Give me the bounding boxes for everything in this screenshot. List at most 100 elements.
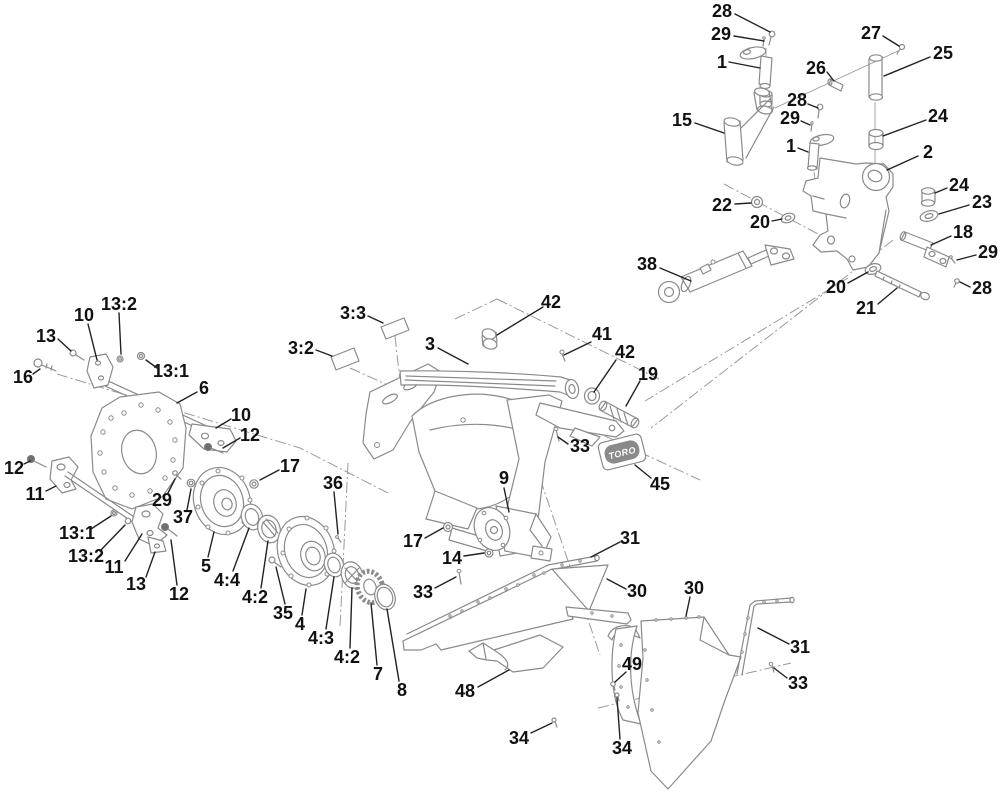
- callout-label: 14: [442, 548, 462, 568]
- callout-label: 12: [169, 584, 189, 604]
- leader-line: [773, 667, 788, 679]
- part-screw-12a: [204, 443, 224, 454]
- leader-line: [694, 122, 725, 134]
- leader-line: [176, 391, 198, 404]
- part-disc-5: [192, 466, 253, 536]
- leader-line: [232, 527, 250, 572]
- leader-line: [614, 671, 627, 683]
- leader-line: [275, 566, 286, 605]
- leader-line: [934, 187, 948, 194]
- part-screw-34a: [551, 717, 558, 728]
- callout-label: 34: [509, 728, 529, 748]
- callout-label: 36: [323, 473, 343, 493]
- callout-label: 1: [786, 136, 796, 156]
- callout-label: 42: [615, 342, 635, 362]
- callout-label: 10: [74, 305, 94, 325]
- part-bracket-2: [802, 157, 894, 271]
- part-pin-33b: [456, 569, 462, 585]
- callout-label: 7: [373, 664, 383, 684]
- callout-label: 22: [712, 195, 732, 215]
- callout-label: 35: [273, 603, 293, 623]
- callout-label: 8: [397, 680, 407, 700]
- leader-line: [370, 602, 378, 666]
- leader-line: [847, 271, 869, 284]
- part-nut-17a: [249, 479, 259, 489]
- part-skid-48: [468, 634, 564, 673]
- callout-label: 10: [231, 405, 251, 425]
- callout-label: 25: [933, 43, 953, 63]
- part-screw-13a: [69, 349, 85, 361]
- leader-line: [222, 437, 241, 449]
- callout-label: 33: [413, 582, 433, 602]
- leader-line: [757, 627, 790, 645]
- callout-label: 3: [425, 334, 435, 354]
- leader-line: [685, 596, 691, 617]
- leader-line: [877, 287, 898, 305]
- part-spacer-37: [186, 478, 196, 488]
- leader-line: [434, 576, 457, 589]
- part-bushing-24b: [920, 187, 936, 207]
- part-bracket-10b: [188, 423, 237, 453]
- leader-line: [167, 478, 176, 494]
- part-screw-29d: [172, 470, 182, 480]
- part-pin-assembly-a: [739, 30, 776, 108]
- callout-label: 33: [570, 436, 590, 456]
- part-nut-13-1a: [136, 351, 146, 361]
- leader-line: [634, 464, 652, 479]
- leader-line: [616, 697, 621, 740]
- part-cylinder-38: [657, 244, 795, 304]
- part-tie-rod-lower: [64, 471, 141, 526]
- leader-line: [207, 531, 215, 558]
- callout-label: 28: [712, 1, 732, 21]
- leader-line: [728, 61, 761, 69]
- callout-label: 12: [4, 458, 24, 478]
- callout-label: 17: [403, 531, 423, 551]
- part-ring-8: [374, 583, 396, 611]
- leader-line: [367, 315, 384, 324]
- leader-line: [32, 368, 41, 375]
- callout-label: 12: [240, 425, 260, 445]
- parts-layer: TORO: [27, 30, 960, 790]
- callout-label: 31: [620, 528, 640, 548]
- callout-label: 13: [36, 326, 56, 346]
- leader-line: [259, 469, 280, 481]
- callout-label: 31: [790, 637, 810, 657]
- callout-label: 45: [650, 474, 670, 494]
- callout-label: 3:2: [288, 338, 314, 358]
- callout-label: 3:3: [340, 303, 366, 323]
- leader-line: [733, 35, 765, 42]
- leader-line: [118, 312, 122, 355]
- callout-label: 4:2: [242, 587, 268, 607]
- part-pin-26: [827, 78, 844, 92]
- callout-label: 13:2: [68, 546, 104, 566]
- leader-line: [959, 281, 971, 288]
- callout-label: 5: [201, 556, 211, 576]
- part-pin-assembly-b: [806, 103, 835, 191]
- leader-line: [797, 147, 809, 153]
- part-bushing-42a: [481, 328, 498, 350]
- callout-label: 13: [126, 574, 146, 594]
- leader-line: [145, 551, 156, 578]
- callout-label: 6: [199, 378, 209, 398]
- part-link-15: [723, 87, 775, 166]
- callout-label: 28: [972, 278, 992, 298]
- leader-line: [325, 576, 335, 630]
- callout-label: 28: [787, 90, 807, 110]
- part-motor-9: [448, 505, 553, 562]
- part-bearing-4-4: [240, 503, 264, 531]
- part-pin-18: [899, 231, 960, 288]
- leader-line: [170, 539, 178, 586]
- leader-line: [625, 380, 641, 407]
- leader-line: [260, 540, 269, 589]
- callout-label: 16: [13, 367, 33, 387]
- callout-label: 15: [672, 110, 692, 130]
- part-washer-20a: [780, 212, 796, 224]
- callout-label: 29: [780, 108, 800, 128]
- part-pin-33a: [553, 427, 560, 442]
- leader-line: [659, 267, 692, 282]
- part-bolt-16: [33, 358, 57, 372]
- part-bolt-21: [874, 270, 930, 301]
- callout-label: 30: [627, 581, 647, 601]
- leader-line: [145, 359, 158, 369]
